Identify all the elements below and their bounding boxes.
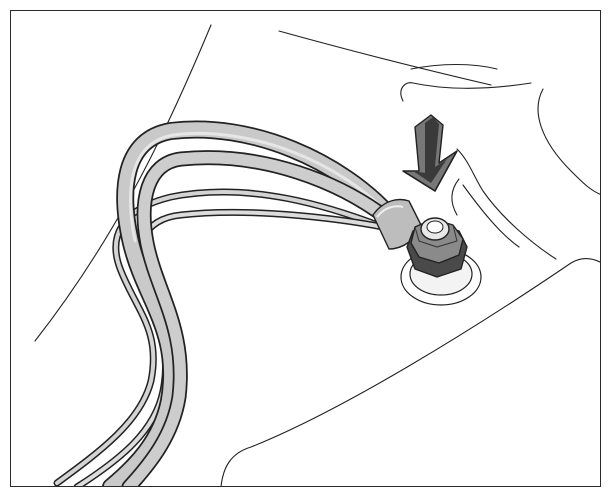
panel-edge-right-upper (537, 88, 600, 195)
wire-terminal-illustration (34, 24, 600, 486)
thin-wire-outer (53, 188, 387, 486)
panel-lower-plate (220, 257, 600, 486)
panel-edge-left (34, 24, 212, 342)
panel-curve-top (278, 30, 492, 86)
body-panel-contours (34, 24, 600, 486)
thick-wire-second (121, 150, 401, 486)
panel-curve-top-short (410, 63, 498, 70)
panel-notch (400, 82, 532, 102)
panel-ridge-right (456, 148, 557, 260)
terminal-sleeve (372, 198, 422, 250)
illustration-frame (10, 10, 601, 487)
panel-inner-step (451, 178, 460, 216)
panel-ridge-inner (462, 184, 520, 248)
down-arrow-icon (402, 114, 458, 192)
wire-harness (53, 120, 401, 486)
thick-wire (102, 120, 400, 486)
thin-wire-inner (73, 208, 387, 486)
hex-nut-icon (406, 217, 468, 278)
